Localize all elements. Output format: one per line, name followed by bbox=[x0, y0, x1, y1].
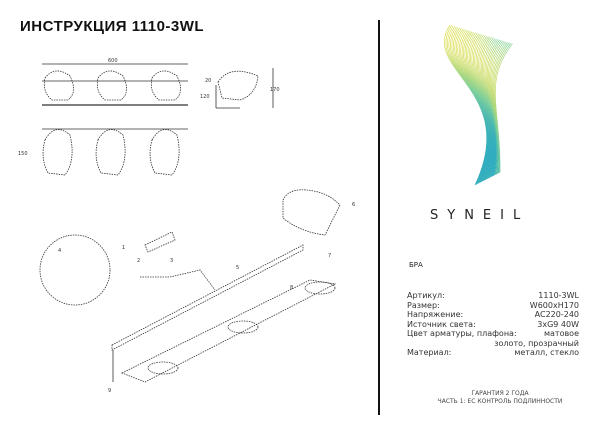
spec-row: Цвет арматуры, плафона: матовое bbox=[407, 329, 579, 339]
spec-table: Артикул: 1110-3WL Размер: W600xH170 Напряж… bbox=[407, 291, 579, 358]
product-type: БРА bbox=[409, 261, 423, 269]
logo-wave-line bbox=[489, 40, 504, 175]
callout-8: 8 bbox=[290, 285, 293, 291]
dimension-width: 600 bbox=[108, 58, 118, 64]
logo-wave-line bbox=[484, 38, 497, 176]
callout-5: 5 bbox=[236, 265, 239, 271]
spec-label: Размер: bbox=[407, 300, 440, 310]
dimension-height-front: 150 bbox=[18, 151, 28, 157]
callout-2: 2 bbox=[137, 258, 140, 264]
callout-9: 9 bbox=[108, 388, 111, 394]
logo-wave-line bbox=[460, 30, 491, 182]
spec-value: 3xG9 40W bbox=[537, 319, 579, 329]
dimension-depth: 120 bbox=[200, 94, 210, 100]
front-view-drawing: 600 bbox=[42, 58, 188, 106]
logo-wave-line bbox=[488, 40, 502, 175]
logo-wave-line bbox=[482, 37, 496, 177]
logo-wave-line bbox=[479, 36, 496, 178]
spec-value: металл, стекло bbox=[514, 348, 579, 357]
top-view-drawing: 150 bbox=[18, 128, 188, 176]
spec-label: Цвет арматуры, плафона: bbox=[407, 329, 517, 338]
spec-value: 1110-3WL bbox=[538, 291, 579, 300]
spec-label: Напряжение: bbox=[407, 310, 464, 319]
spec-row: Напряжение: AC220-240 bbox=[407, 310, 579, 320]
callout-4: 4 bbox=[58, 248, 61, 254]
spec-value: AC220-240 bbox=[534, 310, 579, 319]
brand-logo-wave bbox=[444, 24, 513, 186]
logo-wave-line bbox=[494, 43, 512, 173]
logo-wave-line bbox=[471, 33, 494, 180]
spec-row: Материал: металл, стекло bbox=[407, 348, 579, 358]
logo-wave-line bbox=[461, 30, 491, 182]
dimension-height: 170 bbox=[270, 87, 280, 93]
dimension-mount: 20 bbox=[205, 78, 211, 84]
spec-continuation: золото, прозрачный bbox=[494, 338, 579, 348]
logo-wave-line bbox=[463, 31, 492, 181]
logo-wave-line bbox=[494, 43, 513, 173]
side-view-drawing: 20 120 170 bbox=[200, 68, 280, 109]
logo-wave-line bbox=[464, 31, 492, 181]
callout-1: 1 bbox=[122, 245, 125, 251]
logo-wave-line bbox=[445, 25, 488, 185]
spec-label: Источник света: bbox=[407, 319, 476, 329]
spec-row: Источник света: 3xG9 40W bbox=[407, 320, 579, 330]
logo-wave-line bbox=[475, 35, 495, 179]
spec-row: Артикул: 1110-3WL bbox=[407, 291, 579, 301]
logo-wave-line bbox=[468, 32, 493, 180]
logo-wave-line bbox=[470, 33, 493, 180]
logo-wave-line bbox=[444, 24, 488, 186]
logo-wave-line bbox=[465, 31, 492, 181]
logo-wave-line bbox=[472, 34, 494, 179]
callout-3: 3 bbox=[170, 258, 173, 264]
callout-6: 6 bbox=[352, 202, 355, 208]
warranty-note: ГАРАНТИЯ 2 ГОДА ЧАСТЬ 1: ЕС КОНТРОЛЬ ПОД… bbox=[400, 390, 600, 406]
technical-drawings: 600 20 120 170 150 1 2 3 bbox=[18, 58, 355, 394]
spec-value: W600xH170 bbox=[529, 300, 579, 310]
logo-wave-line bbox=[485, 39, 499, 176]
divider bbox=[378, 20, 380, 415]
page-title: ИНСТРУКЦИЯ 1110-3WL bbox=[20, 18, 205, 35]
logo-wave-line bbox=[467, 32, 493, 180]
spec-row: Размер: W600xH170 bbox=[407, 301, 579, 311]
logo-wave-line bbox=[474, 34, 494, 179]
brand-name: SYNEIL bbox=[430, 208, 530, 223]
spec-label: Артикул: bbox=[407, 291, 445, 300]
logo-wave-line bbox=[483, 38, 497, 177]
warranty-line: ГАРАНТИЯ 2 ГОДА bbox=[471, 390, 529, 397]
logo-wave-line bbox=[478, 36, 495, 178]
assembly-drawing: 1 2 3 4 5 6 7 8 9 bbox=[39, 189, 355, 394]
spec-label: Материал: bbox=[407, 348, 452, 357]
warranty-line: ЧАСТЬ 1: ЕС КОНТРОЛЬ ПОДЛИННОСТИ bbox=[437, 398, 563, 405]
logo-wave-line bbox=[490, 41, 505, 175]
spec-value: матовое bbox=[543, 329, 579, 338]
logo-wave-line bbox=[480, 37, 496, 177]
logo-wave-line bbox=[486, 39, 500, 176]
callout-7: 7 bbox=[328, 253, 331, 259]
logo-wave-line bbox=[476, 35, 495, 178]
